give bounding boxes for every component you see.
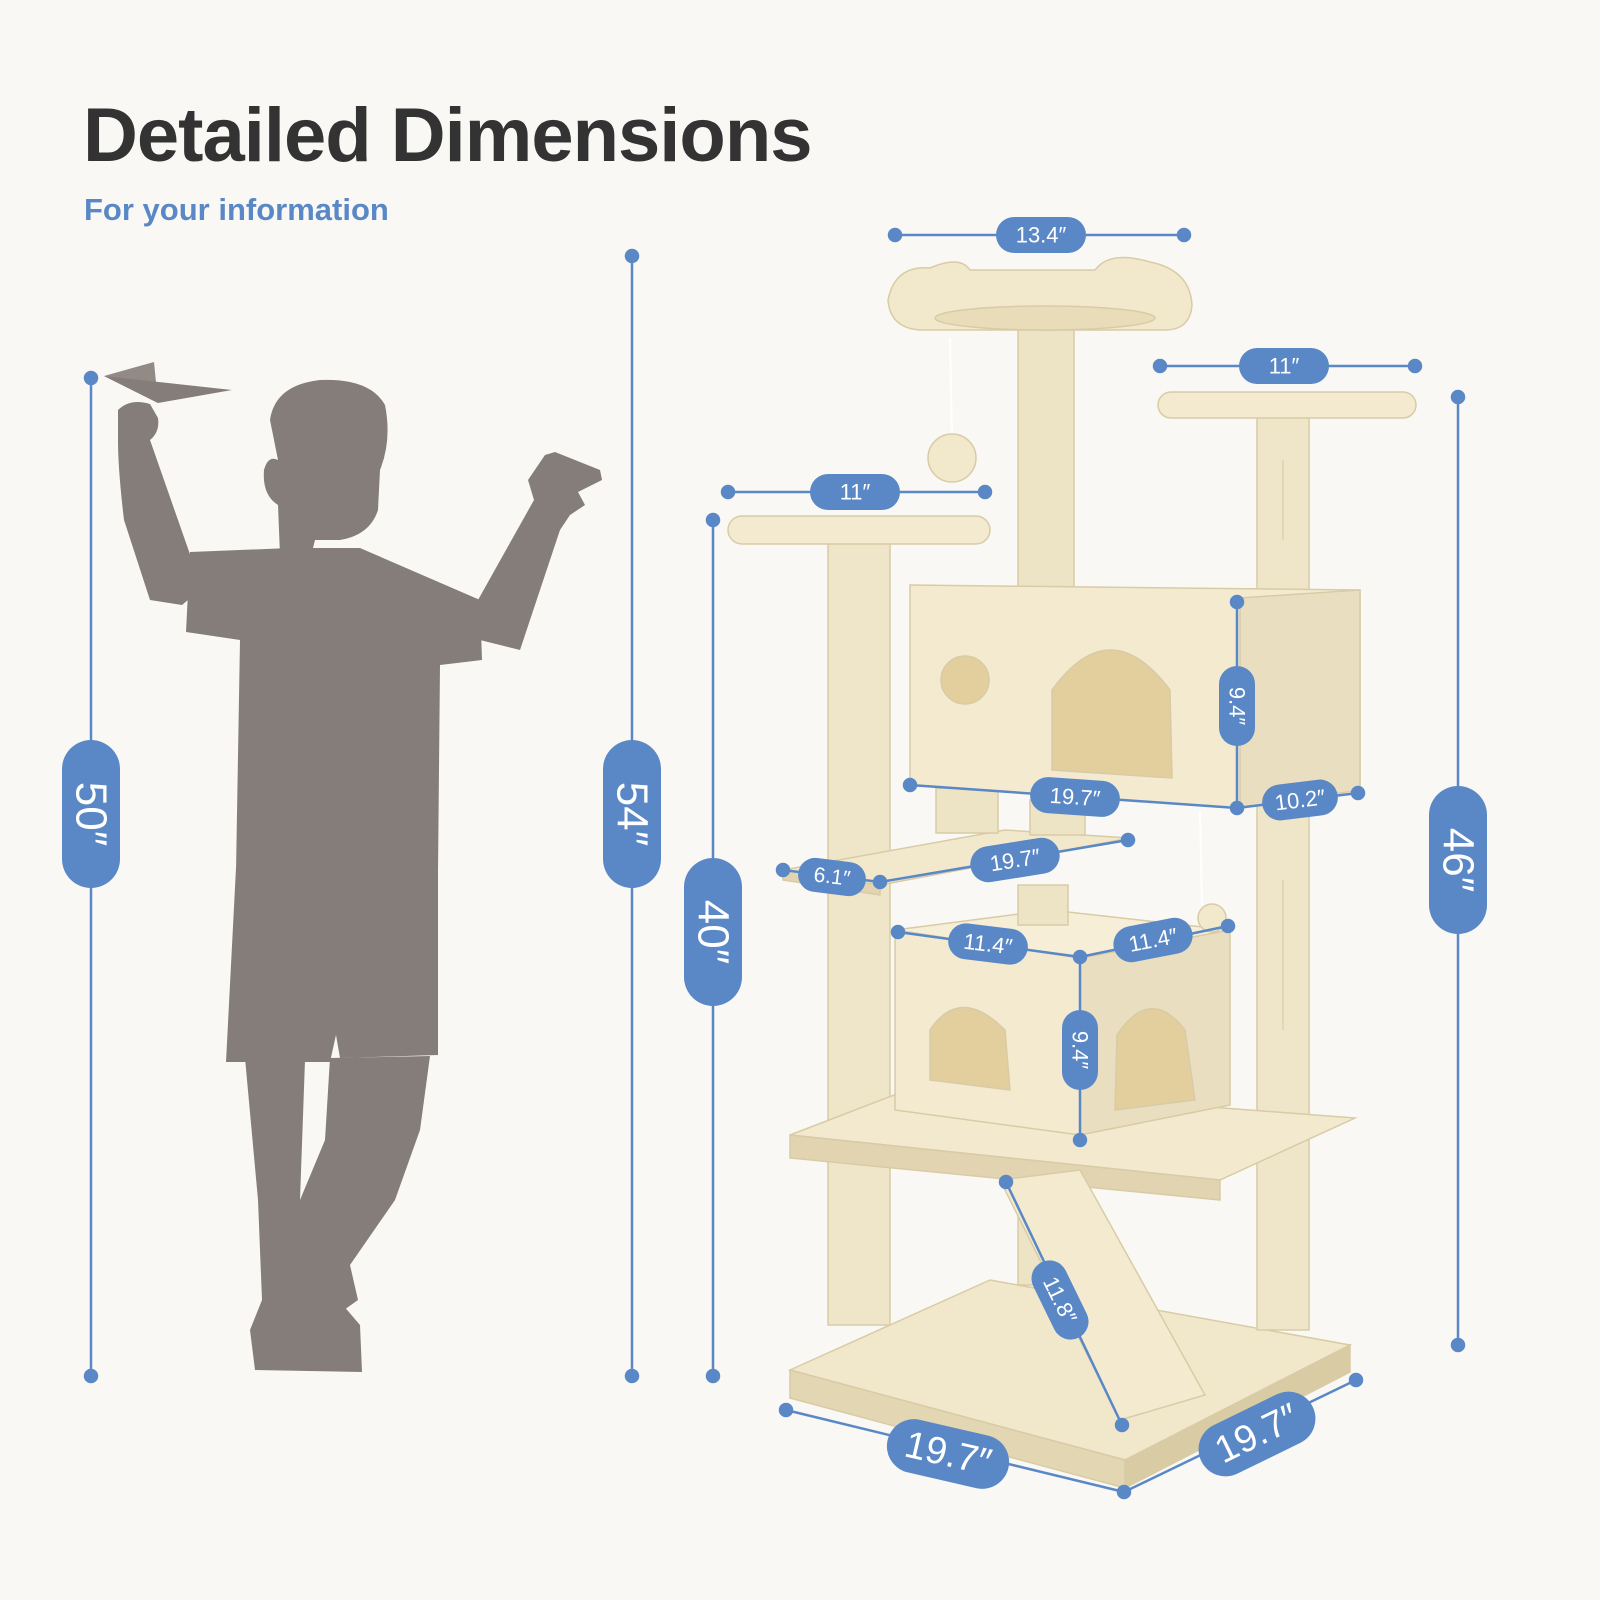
svg-text:19.7″: 19.7″ bbox=[1049, 783, 1101, 811]
dimension-label-lower-condo-depth: 11.4″ bbox=[1113, 917, 1193, 963]
dimension-label-middle-platform-length: 19.7″ bbox=[970, 837, 1060, 883]
svg-text:54″: 54″ bbox=[608, 782, 657, 847]
svg-text:50″: 50″ bbox=[67, 782, 116, 847]
dimension-label-right-platform-height: 46″ bbox=[1429, 786, 1487, 934]
dimension-label-upper-condo-depth: 10.2″ bbox=[1262, 779, 1338, 821]
dimension-label-upper-condo-length: 19.7″ bbox=[1030, 777, 1120, 817]
page-title: Detailed Dimensions bbox=[83, 93, 813, 178]
dimension-label-right-platform-width: 11″ bbox=[1239, 348, 1329, 384]
dimension-label-lower-condo-width: 11.4″ bbox=[948, 923, 1028, 965]
dimension-label-top-perch-width: 13.4″ bbox=[996, 217, 1086, 253]
child-silhouette-icon bbox=[104, 362, 602, 1372]
svg-text:6.1″: 6.1″ bbox=[812, 863, 852, 890]
svg-text:11.4″: 11.4″ bbox=[962, 929, 1014, 960]
svg-text:40″: 40″ bbox=[689, 900, 738, 965]
dimension-label-upper-condo-height: 9.4″ bbox=[1219, 666, 1255, 746]
dimension-label-left-platform-height: 40″ bbox=[684, 858, 742, 1006]
svg-text:46″: 46″ bbox=[1434, 828, 1483, 893]
svg-text:9.4″: 9.4″ bbox=[1225, 687, 1250, 726]
cat-tree-illustration bbox=[727, 256, 1417, 1490]
dimension-label-left-platform-width: 11″ bbox=[810, 474, 900, 510]
svg-text:13.4″: 13.4″ bbox=[1016, 223, 1067, 248]
page-subtitle: For your information bbox=[84, 192, 389, 227]
dimension-label-ramp-length: 11.8″ bbox=[1031, 1260, 1089, 1340]
dimension-label-total-height: 54″ bbox=[603, 740, 661, 888]
svg-text:9.4″: 9.4″ bbox=[1068, 1031, 1093, 1070]
dimension-label-middle-platform-depth: 6.1″ bbox=[798, 857, 866, 897]
dimension-label-child-height: 50″ bbox=[62, 740, 120, 888]
dimension-label-lower-condo-height: 9.4″ bbox=[1062, 1010, 1098, 1090]
dimension-label-base-width: 19.7″ bbox=[886, 1419, 1010, 1489]
svg-text:11″: 11″ bbox=[840, 480, 871, 505]
svg-text:10.2″: 10.2″ bbox=[1273, 784, 1326, 815]
svg-text:11″: 11″ bbox=[1269, 354, 1300, 379]
